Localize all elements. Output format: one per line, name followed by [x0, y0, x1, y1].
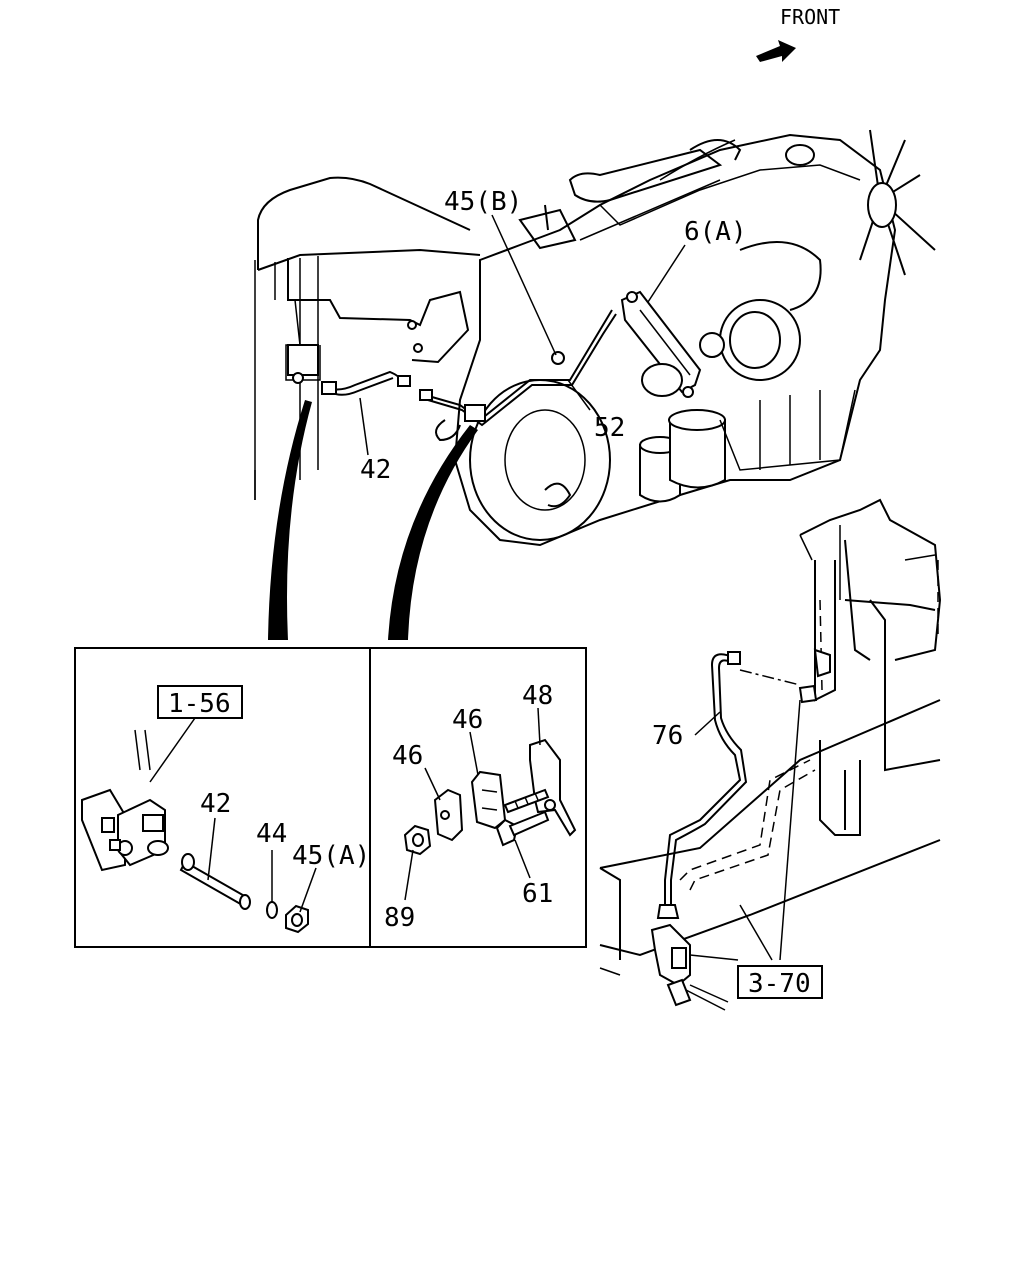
- detail-left-valve: [81, 729, 169, 872]
- part-89-nut: [403, 824, 432, 856]
- callout-89: 89: [384, 903, 415, 933]
- callout-6a: 6(A): [684, 217, 747, 247]
- engine-assembly: [254, 129, 936, 547]
- fan: [859, 129, 936, 276]
- callout-61: 61: [522, 879, 553, 909]
- part-42-pipe: [179, 853, 251, 910]
- callout-42-detail: 42: [200, 789, 231, 819]
- ref-box-1-56: [157, 685, 243, 719]
- detail-box: [74, 647, 587, 948]
- pipe-52: [419, 309, 617, 442]
- part-48-bracket: [529, 738, 577, 837]
- part-45a-nut: [285, 904, 309, 934]
- frame-assembly: [599, 498, 942, 976]
- ref-box-3-70: [737, 965, 823, 999]
- detail-pointer-right: [388, 425, 478, 640]
- callout-45a: 45(A): [292, 841, 370, 871]
- frame-valve: [650, 923, 729, 1011]
- callout-42-engine: 42: [360, 455, 391, 485]
- part-61-bolt: [495, 810, 550, 847]
- pipe-42: [321, 370, 411, 396]
- oil-filters: [639, 409, 726, 503]
- pump-bracket: [620, 290, 702, 398]
- part-bolt-upper: [503, 788, 550, 814]
- callout-48: 48: [522, 681, 553, 711]
- callout-44: 44: [256, 819, 287, 849]
- pipe-76: [656, 651, 748, 919]
- frame-fitting: [798, 648, 831, 704]
- callout-76: 76: [652, 721, 683, 751]
- part-46-clip-top: [470, 770, 507, 830]
- ref-1-56: 1-56: [168, 689, 231, 719]
- callout-45b: 45(B): [444, 187, 522, 217]
- detail-pointer-left: [268, 400, 312, 640]
- part-44-washer: [266, 901, 278, 919]
- front-arrow-icon: [756, 40, 796, 62]
- callout-46-top: 46: [452, 705, 483, 735]
- callout-46-left: 46: [392, 741, 423, 771]
- part-46-clip-left: [433, 788, 464, 842]
- ref-3-70: 3-70: [748, 969, 811, 999]
- front-label: FRONT: [780, 5, 840, 29]
- callout-52: 52: [594, 413, 625, 443]
